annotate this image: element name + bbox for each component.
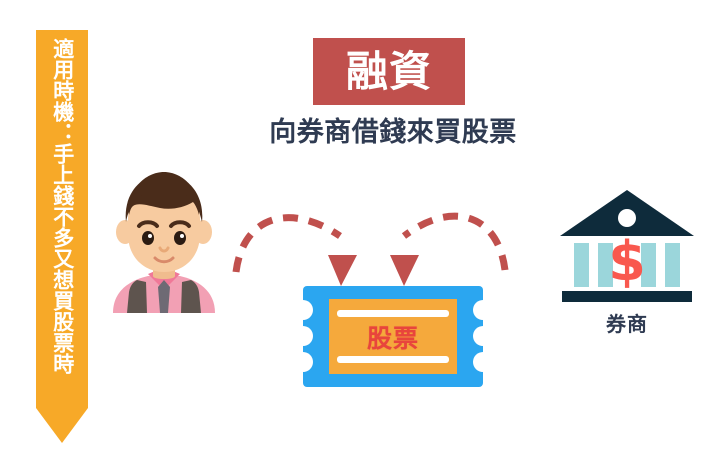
dollar-icon: $ bbox=[608, 230, 646, 293]
eye-left bbox=[142, 231, 154, 245]
ticket-line-bottom bbox=[337, 356, 449, 363]
banner-label: 適用時機：手上錢不多又想買股票時 bbox=[50, 38, 75, 374]
stock-ticket: 股票 bbox=[303, 286, 483, 387]
broker-bank-icon: $ bbox=[560, 190, 694, 302]
tie bbox=[158, 280, 170, 313]
ticket-line-top bbox=[337, 310, 449, 317]
hair-top bbox=[128, 172, 200, 215]
investor-avatar bbox=[113, 172, 215, 313]
eye-right bbox=[174, 231, 186, 245]
buy-stock-arrowhead bbox=[390, 255, 419, 286]
borrow-money-arrowhead bbox=[328, 255, 357, 286]
borrow-money-arrow-path bbox=[232, 214, 342, 273]
banner-arrow-tip bbox=[36, 408, 88, 443]
bank-base bbox=[562, 291, 692, 302]
vest-right bbox=[181, 280, 201, 313]
banner-body bbox=[36, 30, 88, 408]
bank-column-3 bbox=[641, 243, 656, 287]
subtitle: 向券商借錢來買股票 bbox=[269, 117, 517, 148]
ticket-label: 股票 bbox=[366, 323, 419, 353]
bank-column-4 bbox=[665, 243, 680, 287]
use-case-banner: 適用時機：手上錢不多又想買股票時 bbox=[36, 30, 88, 443]
page-title: 融資 bbox=[345, 46, 432, 96]
buy-stock-arrow-path bbox=[401, 212, 509, 271]
mouth bbox=[153, 256, 175, 264]
bank-roof-dot bbox=[618, 209, 636, 227]
eye-left-glint bbox=[148, 234, 152, 238]
bank-column-2 bbox=[598, 243, 613, 287]
eye-right-glint bbox=[180, 234, 184, 238]
eyebrow-right bbox=[169, 220, 191, 228]
bank-column-1 bbox=[574, 243, 589, 287]
vest-left bbox=[127, 280, 147, 313]
eyebrow-left bbox=[137, 220, 159, 228]
nose bbox=[158, 246, 170, 253]
broker-label: 券商 bbox=[606, 312, 648, 336]
title-box: 融資 bbox=[313, 38, 465, 105]
